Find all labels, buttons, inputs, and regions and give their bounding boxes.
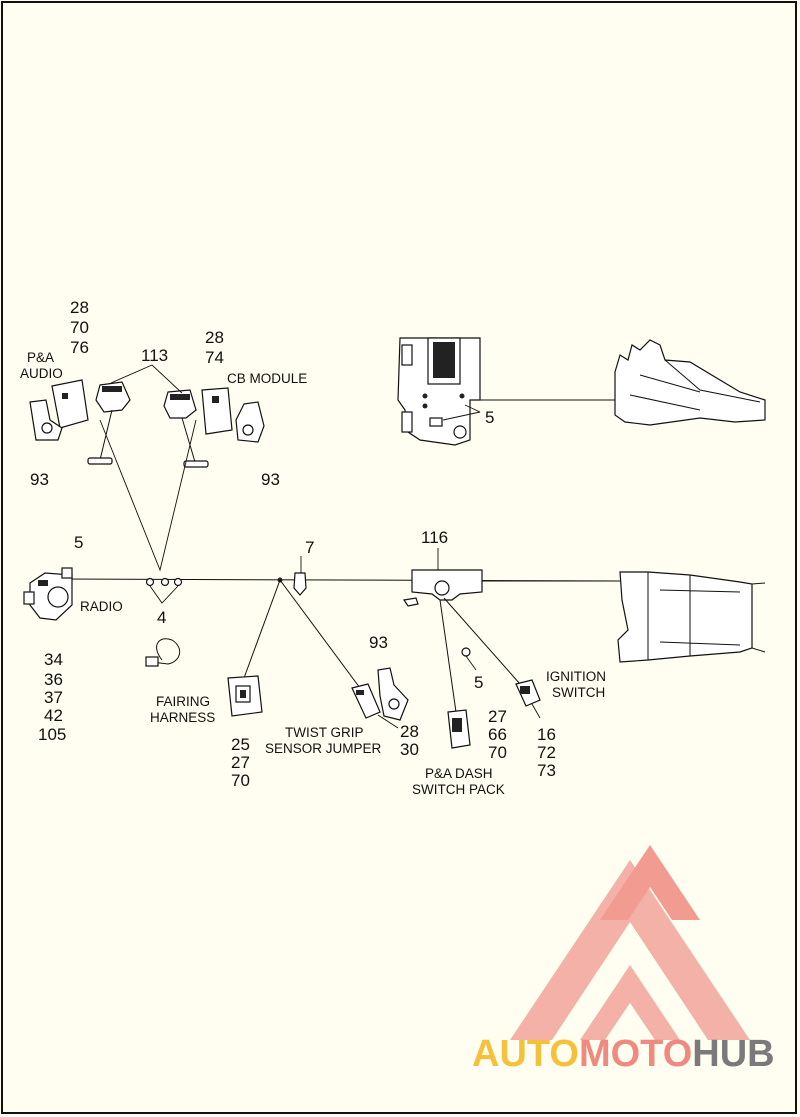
twist-num-2: 30	[400, 740, 419, 759]
dash-num-3: 70	[488, 743, 507, 762]
dash-label-2: SWITCH PACK	[412, 782, 505, 797]
watermark-moto: MOTO	[579, 1033, 692, 1075]
leader-4	[149, 585, 179, 604]
ignition-label-1: IGNITION	[546, 669, 606, 684]
num-5-radio: 5	[74, 533, 83, 552]
ign-num-2: 72	[537, 743, 556, 762]
pa-audio-label-1: P&A	[27, 350, 54, 365]
num-4: 4	[157, 608, 166, 627]
cb-module-label: CB MODULE	[227, 371, 307, 386]
lower-fairing-panel	[617, 571, 766, 663]
switch-bracket	[402, 548, 483, 607]
twist-grip-cap	[377, 667, 409, 721]
fairing-num-3: 70	[231, 771, 250, 790]
pa-audio-num-3: 76	[70, 338, 89, 357]
fairing-num-1: 25	[231, 735, 250, 754]
radio-num-2: 36	[44, 670, 63, 689]
ignition-label-2: SWITCH	[552, 685, 605, 700]
fairing-label-1: FAIRING	[156, 694, 210, 709]
twist-grip-branch	[279, 579, 361, 689]
cable-tie	[145, 638, 181, 667]
fairing-label-2: HARNESS	[150, 710, 215, 725]
num-93-mid: 93	[369, 633, 388, 652]
cb-module-connector	[201, 387, 265, 443]
cb-num-1: 28	[205, 328, 224, 347]
fairing-num-2: 27	[231, 753, 250, 772]
dash-num-2: 66	[488, 725, 507, 744]
fairing-branch	[243, 579, 281, 679]
upper-fairing-panel	[614, 339, 766, 426]
twist-label-2: SENSOR JUMPER	[265, 741, 382, 756]
num-113: 113	[141, 346, 168, 365]
num-93-right: 93	[261, 470, 280, 489]
radio-num-4: 42	[44, 706, 63, 725]
radio-num-3: 37	[44, 688, 63, 707]
radio-num-5: 105	[38, 725, 66, 744]
twist-label-1: TWIST GRIP	[285, 725, 364, 740]
num-5-top: 5	[485, 408, 494, 427]
watermark-hub: HUB	[692, 1033, 774, 1075]
num-116: 116	[421, 528, 448, 547]
leader-5-top	[442, 404, 481, 421]
ign-num-3: 73	[537, 761, 556, 780]
cb-num-2: 74	[205, 348, 224, 367]
pa-audio-label-2: AUDIO	[20, 366, 63, 381]
pa-audio-num-2: 70	[70, 318, 89, 337]
push-pin-fastener	[293, 556, 307, 596]
radio-label: RADIO	[80, 599, 123, 614]
dash-label-1: P&A DASH	[425, 766, 493, 781]
cb-module-adapter	[163, 389, 209, 468]
ign-num-1: 16	[537, 725, 556, 744]
upper-bracket	[397, 337, 481, 446]
num-7: 7	[305, 538, 314, 557]
dash-num-1: 27	[488, 707, 507, 726]
harness-clips	[145, 577, 183, 587]
ignition-clip	[461, 647, 477, 671]
radio-connector	[23, 567, 73, 621]
watermark-text: AUTOMOTOHUB	[472, 1033, 775, 1075]
watermark-auto: AUTO	[472, 1033, 579, 1075]
watermark-logo	[510, 845, 750, 1040]
twist-num-1: 28	[400, 722, 419, 741]
num-5-ign: 5	[474, 673, 483, 692]
pa-audio-num-1: 28	[70, 298, 89, 317]
ignition-switch-connector	[515, 679, 541, 719]
radio-num-1: 34	[44, 650, 63, 669]
dash-branch	[439, 599, 457, 713]
leader-twist	[377, 714, 399, 729]
leader-4-top	[99, 419, 197, 572]
twist-grip-connector	[351, 683, 381, 719]
fairing-harness-connector	[227, 675, 263, 717]
pa-audio-adapter	[87, 381, 131, 465]
ignition-branch	[443, 597, 521, 685]
leader-113	[110, 364, 183, 394]
num-93-left: 93	[30, 470, 49, 489]
pa-audio-connector	[29, 379, 89, 441]
dash-switch-connector	[447, 709, 471, 749]
